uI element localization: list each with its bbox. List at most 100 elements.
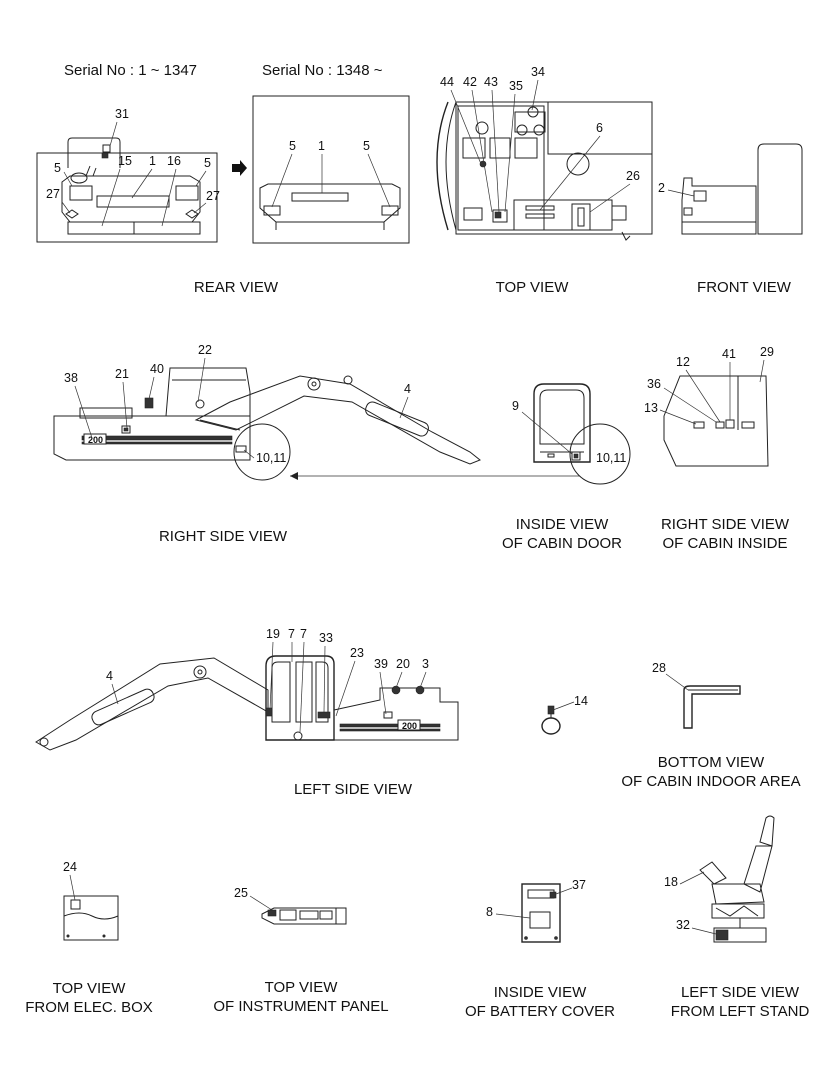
- battery-cover-callouts: 37 8: [486, 878, 586, 919]
- arrow-right-icon: [232, 160, 247, 176]
- caption-bottom-view-2: OF CABIN INDOOR AREA: [621, 773, 800, 790]
- callout-label: 41: [722, 347, 736, 361]
- caption-right-side-view: RIGHT SIDE VIEW: [159, 528, 288, 545]
- left-side-callouts: 19 7 7 33 23 39 20 3 4: [106, 627, 429, 733]
- callout-label: 22: [198, 343, 212, 357]
- battery-cover-drawing: [521, 883, 561, 943]
- caption-elec-box-1: TOP VIEW: [53, 980, 127, 997]
- cabin-door-callouts: 9 10,11: [512, 399, 626, 465]
- callout-label: 3: [422, 657, 429, 671]
- callout-label: 38: [64, 371, 78, 385]
- callout-label: 36: [647, 377, 661, 391]
- bottom-view-callouts: 28: [652, 661, 689, 691]
- callout-label: 8: [486, 905, 493, 919]
- callout-label: 26: [626, 169, 640, 183]
- bottom-view-drawing: [683, 685, 741, 729]
- callout-label: 31: [115, 107, 129, 121]
- serial-label-left: Serial No : 1 ~ 1347: [64, 62, 197, 79]
- callout-label: 42: [463, 75, 477, 89]
- caption-left-side-view: LEFT SIDE VIEW: [294, 781, 413, 798]
- callout-label: 9: [512, 399, 519, 413]
- caption-elec-box-2: FROM ELEC. BOX: [25, 999, 153, 1016]
- caption-rear-view: REAR VIEW: [194, 279, 279, 296]
- callout-label: 43: [484, 75, 498, 89]
- caption-left-stand-2: FROM LEFT STAND: [671, 1003, 810, 1020]
- top-view-drawing: [436, 101, 653, 241]
- callout-label: 2: [658, 181, 665, 195]
- callout-label: 13: [644, 401, 658, 415]
- cabin-door-drawing: [533, 383, 631, 485]
- elec-box-drawing: [63, 895, 119, 941]
- callout-label: 25: [234, 886, 248, 900]
- callout-label: 35: [509, 79, 523, 93]
- caption-front-view: FRONT VIEW: [697, 279, 792, 296]
- callout-label: 14: [574, 694, 588, 708]
- caption-cabin-door-1: INSIDE VIEW: [516, 516, 609, 533]
- callout-label: 15: [118, 154, 132, 168]
- callout-label: 7: [288, 627, 295, 641]
- model-badge-right: 200: [88, 435, 103, 445]
- cabin-inside-drawing: [663, 375, 769, 467]
- rear-view-left: [36, 137, 218, 243]
- rear-left-callouts: 31 5 15 1 16 5 27 27: [46, 107, 220, 227]
- caption-instrument-1: TOP VIEW: [265, 979, 339, 996]
- rear-view-right: [252, 95, 410, 244]
- caption-cabin-inside-1: RIGHT SIDE VIEW: [661, 516, 790, 533]
- handle-callouts: 14: [552, 694, 588, 711]
- caption-cabin-door-2: OF CABIN DOOR: [502, 535, 622, 552]
- callout-label: 10,11: [596, 451, 626, 465]
- callout-label: 4: [404, 382, 411, 396]
- callout-label: 6: [596, 121, 603, 135]
- right-side-view-drawing: 200: [53, 367, 481, 481]
- callout-label: 37: [572, 878, 586, 892]
- callout-label: 10,11: [256, 451, 286, 465]
- callout-label: 4: [106, 669, 113, 683]
- callout-label: 23: [350, 646, 364, 660]
- callout-label: 33: [319, 631, 333, 645]
- top-view-callouts: 44 42 43 35 34 6 26: [440, 65, 640, 213]
- handle-drawing: [541, 705, 561, 735]
- callout-label: 1: [149, 154, 156, 168]
- caption-battery-1: INSIDE VIEW: [494, 984, 587, 1001]
- instrument-panel-drawing: [261, 907, 347, 925]
- callout-label: 44: [440, 75, 454, 89]
- elec-box-callouts: 24: [63, 860, 77, 901]
- callout-label: 5: [289, 139, 296, 153]
- front-view-callouts: 2: [658, 181, 695, 197]
- callout-label: 40: [150, 362, 164, 376]
- callout-label: 7: [300, 627, 307, 641]
- callout-label: 21: [115, 367, 129, 381]
- left-stand-callouts: 18 32: [664, 871, 717, 935]
- callout-label: 29: [760, 345, 774, 359]
- callout-label: 34: [531, 65, 545, 79]
- rear-right-callouts: 5 1 5: [271, 139, 391, 208]
- callout-label: 16: [167, 154, 181, 168]
- callout-label: 27: [46, 187, 60, 201]
- callout-label: 5: [54, 161, 61, 175]
- serial-label-right: Serial No : 1348 ~: [262, 62, 383, 79]
- callout-label: 24: [63, 860, 77, 874]
- callout-label: 19: [266, 627, 280, 641]
- callout-label: 1: [318, 139, 325, 153]
- front-view-drawing: [681, 143, 803, 235]
- instrument-panel-callouts: 25: [234, 886, 273, 911]
- right-side-callouts: 38 21 40 22 4 10,11: [64, 343, 411, 465]
- caption-bottom-view-1: BOTTOM VIEW: [658, 754, 765, 771]
- callout-label: 5: [204, 156, 211, 170]
- model-badge-left: 200: [402, 721, 417, 731]
- callout-label: 20: [396, 657, 410, 671]
- caption-cabin-inside-2: OF CABIN INSIDE: [662, 535, 787, 552]
- callout-label: 39: [374, 657, 388, 671]
- callout-label: 5: [363, 139, 370, 153]
- caption-battery-2: OF BATTERY COVER: [465, 1003, 615, 1020]
- caption-left-stand-1: LEFT SIDE VIEW: [681, 984, 800, 1001]
- callout-label: 28: [652, 661, 666, 675]
- callout-label: 27: [206, 189, 220, 203]
- callout-label: 32: [676, 918, 690, 932]
- caption-top-view: TOP VIEW: [496, 279, 570, 296]
- cabin-inside-callouts: 12 41 29 36 13: [644, 345, 774, 425]
- caption-instrument-2: OF INSTRUMENT PANEL: [213, 998, 388, 1015]
- callout-label: 18: [664, 875, 678, 889]
- callout-label: 12: [676, 355, 690, 369]
